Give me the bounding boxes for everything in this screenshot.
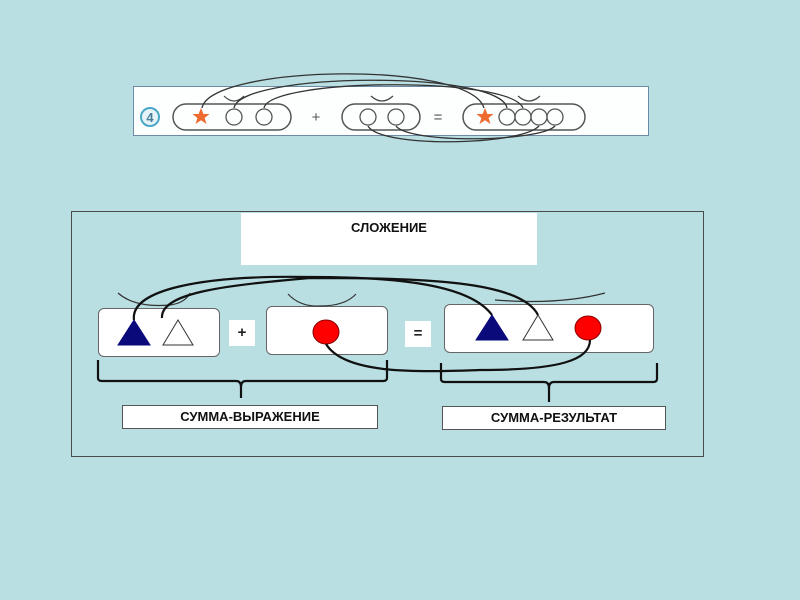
plus-sign: + xyxy=(312,109,321,126)
outline-triangle-icon xyxy=(522,314,554,341)
brace-sum-expression xyxy=(96,360,389,398)
filled-triangle-icon xyxy=(117,319,151,346)
equals-operator: = xyxy=(405,321,431,347)
diagram-title: СЛОЖЕНИЕ xyxy=(351,220,427,235)
pill-left xyxy=(172,103,292,131)
circle-icon xyxy=(546,108,564,126)
red-circle-icon xyxy=(574,315,602,341)
circle-icon xyxy=(387,108,405,126)
circle-icon xyxy=(359,108,377,126)
pill-right xyxy=(462,103,586,131)
plus-operator: + xyxy=(229,320,255,346)
red-circle-icon xyxy=(312,319,340,345)
connector-arcs xyxy=(201,73,556,143)
connector-curves xyxy=(132,275,592,373)
star-icon xyxy=(476,108,494,124)
brace-sum-result xyxy=(439,363,659,402)
title-box xyxy=(241,213,537,265)
result-box xyxy=(444,304,654,353)
label-sum-result: СУММА-РЕЗУЛЬТАТ xyxy=(442,406,666,430)
star-icon xyxy=(192,108,210,124)
exercise-number-badge xyxy=(140,107,160,127)
circle-icon xyxy=(225,108,243,126)
exercise-number: 4 xyxy=(146,110,154,125)
diagram-panel xyxy=(71,211,704,457)
filled-triangle-icon xyxy=(475,314,509,341)
label-sum-expression: СУММА-ВЫРАЖЕНИЕ xyxy=(122,405,378,429)
term-box-1 xyxy=(98,308,220,357)
circle-icon xyxy=(255,108,273,126)
outline-triangle-icon xyxy=(162,319,194,346)
pill-middle xyxy=(341,103,421,131)
equals-sign: = xyxy=(434,109,443,126)
